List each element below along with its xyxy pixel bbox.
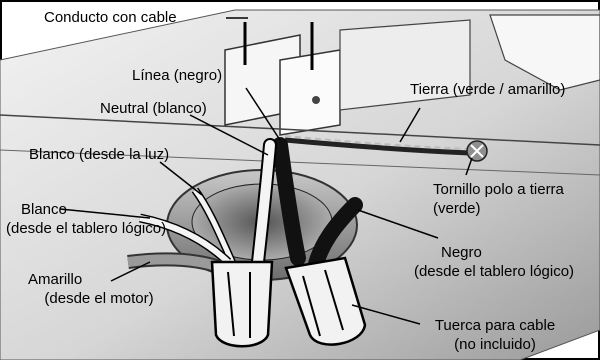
shelf-edge [0,114,600,146]
label-white-logic-line1: Blanco [21,201,67,218]
leader-line-black [245,87,281,141]
neutral-wire-white [253,140,275,267]
wire-nut-left-ribs [227,271,251,338]
bracket-corner [489,14,600,91]
label-black-logic: Negro (desde el tablero lógico) [394,243,594,281]
label-wire-nut: Tuerca para cable (no incluido) [420,316,570,354]
leader-screw [465,157,473,176]
shelf-edge-2 [0,149,600,176]
label-yellow-line2: (desde el motor) [44,290,154,307]
label-neutral: Neutral (blanco) [100,100,207,117]
wire-nut-right-ribs [302,269,344,337]
label-conduit: Conducto con cable [44,9,177,26]
label-ground-screw: Tornillo polo a tierra (verde) [433,180,564,218]
line-wire-black [272,137,306,266]
leader-light [159,161,203,196]
label-wire-nut-line2: (no incluido) [454,336,536,353]
bracket-tab [279,49,341,136]
leader-wire-nut [351,304,421,325]
label-ground-wire: Tierra (verde / amarillo) [410,81,566,98]
label-line-black: Línea (negro) [132,67,223,84]
label-black-logic-line2: (desde el tablero lógico) [413,263,575,280]
label-yellow-line1: Amarillo [28,271,83,288]
leader-logic-white [59,208,151,219]
light-wire-white [192,188,235,264]
leader-neutral [189,114,269,156]
label-ground-screw-line2: (verde) [433,200,481,217]
leader-yellow [110,261,151,282]
label-white-logic-line2: (desde el tablero lógico) [6,220,167,237]
label-black-logic-line1: Negro [441,244,482,261]
ground-screw-slot [470,144,484,158]
logic-white-wire [139,215,231,265]
leader-logic-black [357,209,439,239]
label-yellow: Amarillo (desde el motor) [28,270,170,308]
label-white-logic: Blanco (desde el tablero lógico) [6,200,166,238]
wire-nut-left [210,260,274,348]
bracket-screw-hole [312,96,320,104]
label-ground-screw-line1: Tornillo polo a tierra [433,181,564,198]
label-white-from-light: Blanco (desde la luz) [29,146,170,163]
wire-nut-right [284,256,367,346]
label-wire-nut-line1: Tuerca para cable [434,317,556,334]
ground-wire-stripe [284,135,471,150]
bracket-right [339,19,471,111]
leader-ground [399,107,421,143]
ground-wire [284,137,471,156]
